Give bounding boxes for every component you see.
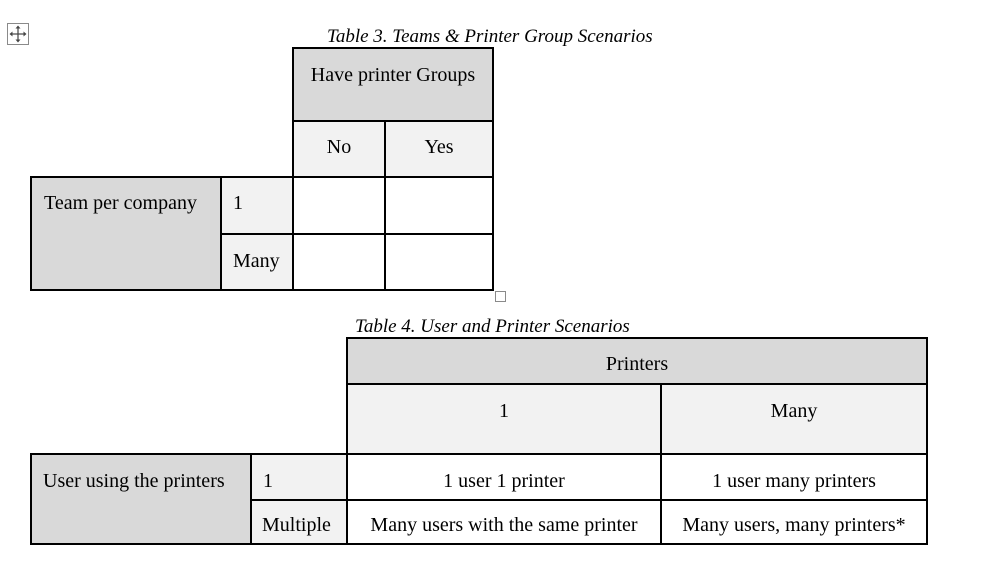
table4-cell-multiple-1[interactable]: Many users with the same printer [346, 499, 662, 545]
table4-cell-1-1[interactable]: 1 user 1 printer [346, 453, 662, 501]
table3-col-header[interactable]: Have printer Groups [292, 47, 494, 122]
table3-row-header[interactable]: Team per company [30, 176, 222, 291]
table3-col-no[interactable]: No [292, 120, 386, 178]
table3-cell-1-no[interactable] [292, 176, 386, 235]
table4-row-multiple[interactable]: Multiple [250, 499, 348, 545]
table3-row-1[interactable]: 1 [220, 176, 294, 235]
table3-cell-1-yes[interactable] [384, 176, 494, 235]
table-resize-handle[interactable] [495, 291, 506, 302]
table4-col-1[interactable]: 1 [346, 383, 662, 455]
table-move-handle[interactable] [7, 23, 29, 45]
table3-caption: Table 3. Teams & Printer Group Scenarios [327, 26, 653, 47]
table3-cell-many-yes[interactable] [384, 233, 494, 291]
table4-row-header[interactable]: User using the printers [30, 453, 252, 545]
table4-cell-1-many[interactable]: 1 user many printers [660, 453, 928, 501]
table4-row-1[interactable]: 1 [250, 453, 348, 501]
table4-cell-multiple-many[interactable]: Many users, many printers* [660, 499, 928, 545]
table3-cell-many-no[interactable] [292, 233, 386, 291]
table4-col-header[interactable]: Printers [346, 337, 928, 385]
table4-caption: Table 4. User and Printer Scenarios [355, 316, 630, 337]
table3-row-many[interactable]: Many [220, 233, 294, 291]
table3-col-yes[interactable]: Yes [384, 120, 494, 178]
table4-col-many[interactable]: Many [660, 383, 928, 455]
move-handle-icon [9, 25, 27, 43]
